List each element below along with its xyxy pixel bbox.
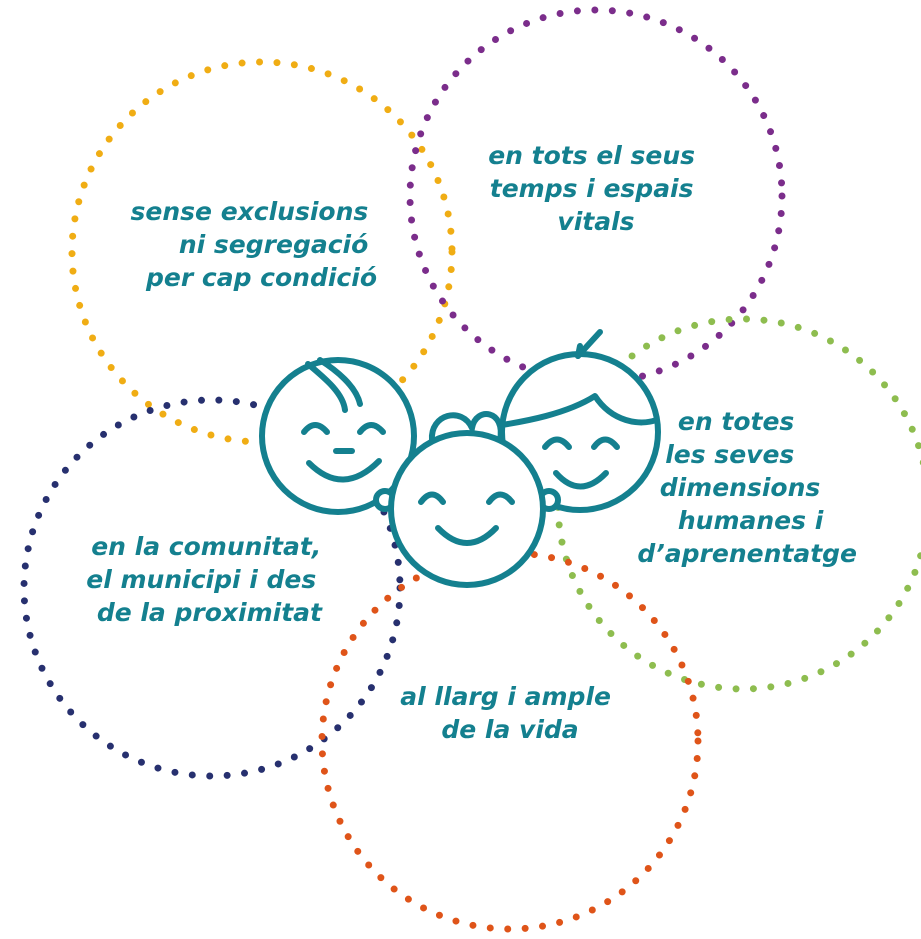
three-children-faces-icon — [259, 329, 661, 588]
label-exclusion-line-3: per cap condició — [145, 263, 377, 292]
center-face-icon — [373, 411, 561, 588]
label-time-space-line-2: temps i espais — [490, 174, 694, 203]
label-dimensions-line-5: d’aprenentatge — [637, 539, 857, 568]
label-exclusion-line-1: sense exclusions — [131, 197, 369, 226]
left-face-icon — [259, 357, 417, 515]
label-time-space-line-1: en tots el seus — [488, 141, 695, 170]
label-life-line-2: de la vida — [441, 715, 578, 744]
label-community-line-2: el municipi i des — [86, 565, 316, 594]
label-dimensions-line-3: dimensions — [660, 473, 821, 502]
label-life-line-1: al llarg i ample — [400, 682, 611, 711]
ring-time-space — [406, 6, 786, 386]
label-dimensions-line-4: humanes i — [678, 506, 824, 535]
label-dimensions: en totes les seves dimensions humanes i … — [637, 407, 857, 568]
label-exclusion: sense exclusions ni segregació per cap c… — [131, 197, 377, 292]
label-dimensions-line-2: les seves — [665, 440, 794, 469]
label-exclusion-line-2: ni segregació — [179, 230, 368, 259]
label-community-line-1: en la comunitat, — [91, 532, 321, 561]
label-community: en la comunitat, el municipi i des de la… — [86, 532, 330, 627]
label-time-space: en tots el seus temps i espais vitals — [488, 141, 704, 236]
label-community-line-3: de la proximitat — [97, 598, 323, 627]
label-time-space-line-3: vitals — [557, 207, 634, 236]
ring-life — [318, 549, 702, 933]
label-dimensions-line-1: en totes — [678, 407, 794, 436]
label-life: al llarg i ample de la vida — [400, 682, 619, 744]
labels: sense exclusions ni segregació per cap c… — [86, 141, 857, 744]
right-face-icon — [499, 329, 661, 513]
